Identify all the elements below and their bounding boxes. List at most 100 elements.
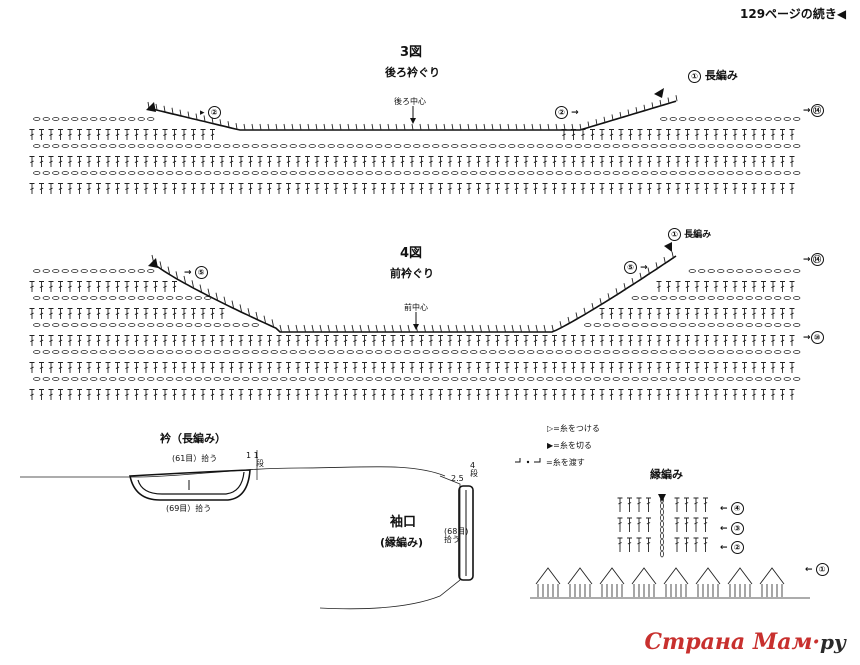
double-crochet-stitch	[666, 362, 671, 373]
double-crochet-stitch	[504, 156, 510, 167]
border-stitch	[319, 324, 322, 333]
double-crochet-stitch	[48, 335, 54, 346]
chain-stitch	[726, 377, 734, 381]
double-crochet-stitch	[29, 281, 35, 292]
chain-stitch	[280, 171, 288, 175]
double-crochet-stitch	[343, 335, 348, 346]
double-crochet-stitch	[124, 362, 130, 373]
edging-stitch-grid	[530, 494, 810, 599]
double-crochet-stitch	[400, 335, 405, 346]
border-stitch	[647, 267, 650, 275]
double-crochet-stitch	[713, 156, 719, 167]
chain-stitch	[441, 350, 449, 354]
chain-stitch	[603, 350, 611, 354]
double-crochet-stitch	[428, 183, 434, 194]
double-crochet-stitch	[552, 362, 557, 373]
chain-stitch	[137, 377, 145, 381]
double-crochet-stitch	[637, 308, 643, 319]
double-crochet-stitch	[314, 335, 320, 346]
chain-stitch	[707, 323, 715, 327]
border-stitch	[171, 107, 174, 114]
double-crochet-stitch	[751, 362, 757, 373]
double-crochet-stitch	[162, 335, 168, 346]
chain-stitch	[337, 377, 345, 381]
double-crochet-stitch	[86, 389, 92, 400]
chain-stitch	[137, 269, 145, 273]
chain-stitch	[33, 350, 41, 354]
chain-stitch	[175, 144, 183, 148]
chain-stitch	[337, 144, 345, 148]
border-stitch	[267, 123, 270, 131]
double-crochet-stitch	[172, 308, 177, 319]
chain-stitch	[783, 296, 791, 300]
carry-yarn-icon	[515, 458, 521, 463]
border-stitch	[223, 296, 226, 304]
neckline-border	[147, 100, 677, 131]
chain-stitch	[793, 296, 801, 300]
chain-stitch	[346, 171, 354, 175]
collar-schematic	[20, 450, 446, 501]
figure3-number: 3図	[400, 45, 423, 60]
chain-stitch	[764, 171, 772, 175]
double-crochet-stitch	[286, 389, 291, 400]
chain-stitch	[71, 269, 79, 273]
double-crochet-stitch	[723, 335, 728, 346]
border-stitch	[351, 324, 354, 333]
chain-stitch	[185, 323, 193, 327]
chain-stitch	[793, 377, 801, 381]
double-crochet-stitch	[39, 281, 44, 292]
double-crochet-stitch	[466, 389, 472, 400]
double-crochet-stitch	[704, 183, 709, 194]
double-crochet-stitch	[609, 335, 614, 346]
border-stitch	[615, 288, 618, 296]
edging-row-1: ← ①	[805, 563, 829, 576]
chain-stitch	[745, 117, 753, 121]
border-stitch	[631, 277, 634, 286]
border-stitch	[363, 123, 366, 131]
chain-stitch	[137, 296, 145, 300]
chain-stitch	[736, 171, 744, 175]
chain-stitch	[726, 350, 734, 354]
double-crochet-stitch	[39, 362, 44, 373]
chain-stitch	[660, 544, 664, 552]
double-crochet-stitch	[685, 183, 690, 194]
double-crochet-stitch	[656, 156, 662, 167]
chain-stitch	[318, 377, 326, 381]
double-crochet-stitch	[371, 335, 377, 346]
chain-stitch	[660, 144, 668, 148]
border-stitch	[279, 324, 282, 333]
chain-stitch	[698, 323, 706, 327]
double-crochet-stitch	[693, 537, 699, 552]
chain-stitch	[451, 171, 459, 175]
double-crochet-stitch	[599, 156, 605, 167]
double-crochet-stitch	[523, 335, 529, 346]
chain-stitch	[118, 377, 126, 381]
double-crochet-stitch	[105, 389, 111, 400]
chain-stitch	[603, 171, 611, 175]
chain-stitch	[679, 350, 687, 354]
chain-stitch	[118, 269, 126, 273]
double-crochet-stitch	[219, 362, 225, 373]
double-crochet-stitch	[229, 362, 234, 373]
double-crochet-stitch	[476, 183, 481, 194]
border-stitch	[463, 324, 466, 333]
continuation-note: 129ページの続き◀	[740, 7, 847, 21]
border-stitch	[555, 123, 558, 131]
border-stitch	[427, 123, 430, 131]
chain-stitch	[432, 377, 440, 381]
double-crochet-stitch	[39, 156, 44, 167]
double-crochet-stitch	[457, 335, 462, 346]
chain-stitch	[80, 117, 88, 121]
chain-stitch	[764, 117, 772, 121]
double-crochet-stitch	[485, 362, 491, 373]
double-crochet-stitch	[609, 308, 614, 319]
chain-stitch	[251, 323, 259, 327]
chain-stitch	[118, 117, 126, 121]
chain-stitch	[375, 171, 383, 175]
chain-stitch	[365, 350, 373, 354]
double-crochet-stitch	[713, 389, 719, 400]
double-crochet-stitch	[732, 129, 738, 140]
chain-stitch	[527, 350, 535, 354]
double-crochet-stitch	[704, 389, 709, 400]
chain-stitch	[42, 171, 50, 175]
